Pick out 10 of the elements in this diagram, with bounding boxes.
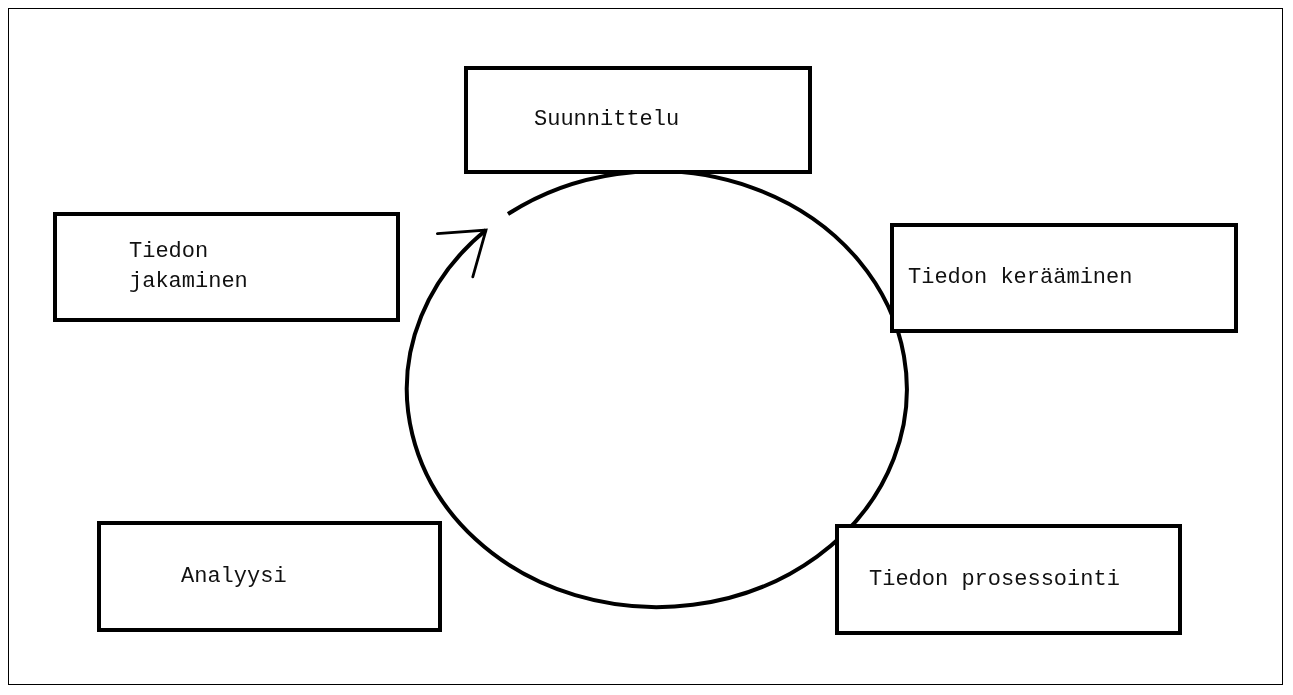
box-label: Tiedon prosessointi xyxy=(869,565,1120,594)
box-label: Suunnittelu xyxy=(534,106,680,134)
process-box xyxy=(53,212,400,322)
box-label: Tiedon jakaminen xyxy=(129,238,249,296)
process-box xyxy=(97,521,442,632)
process-box xyxy=(890,223,1238,333)
box-label: Analyysi xyxy=(181,562,287,591)
box-label: Tiedon kerääminen xyxy=(908,264,1133,292)
process-box xyxy=(464,66,812,174)
process-box xyxy=(835,524,1182,635)
